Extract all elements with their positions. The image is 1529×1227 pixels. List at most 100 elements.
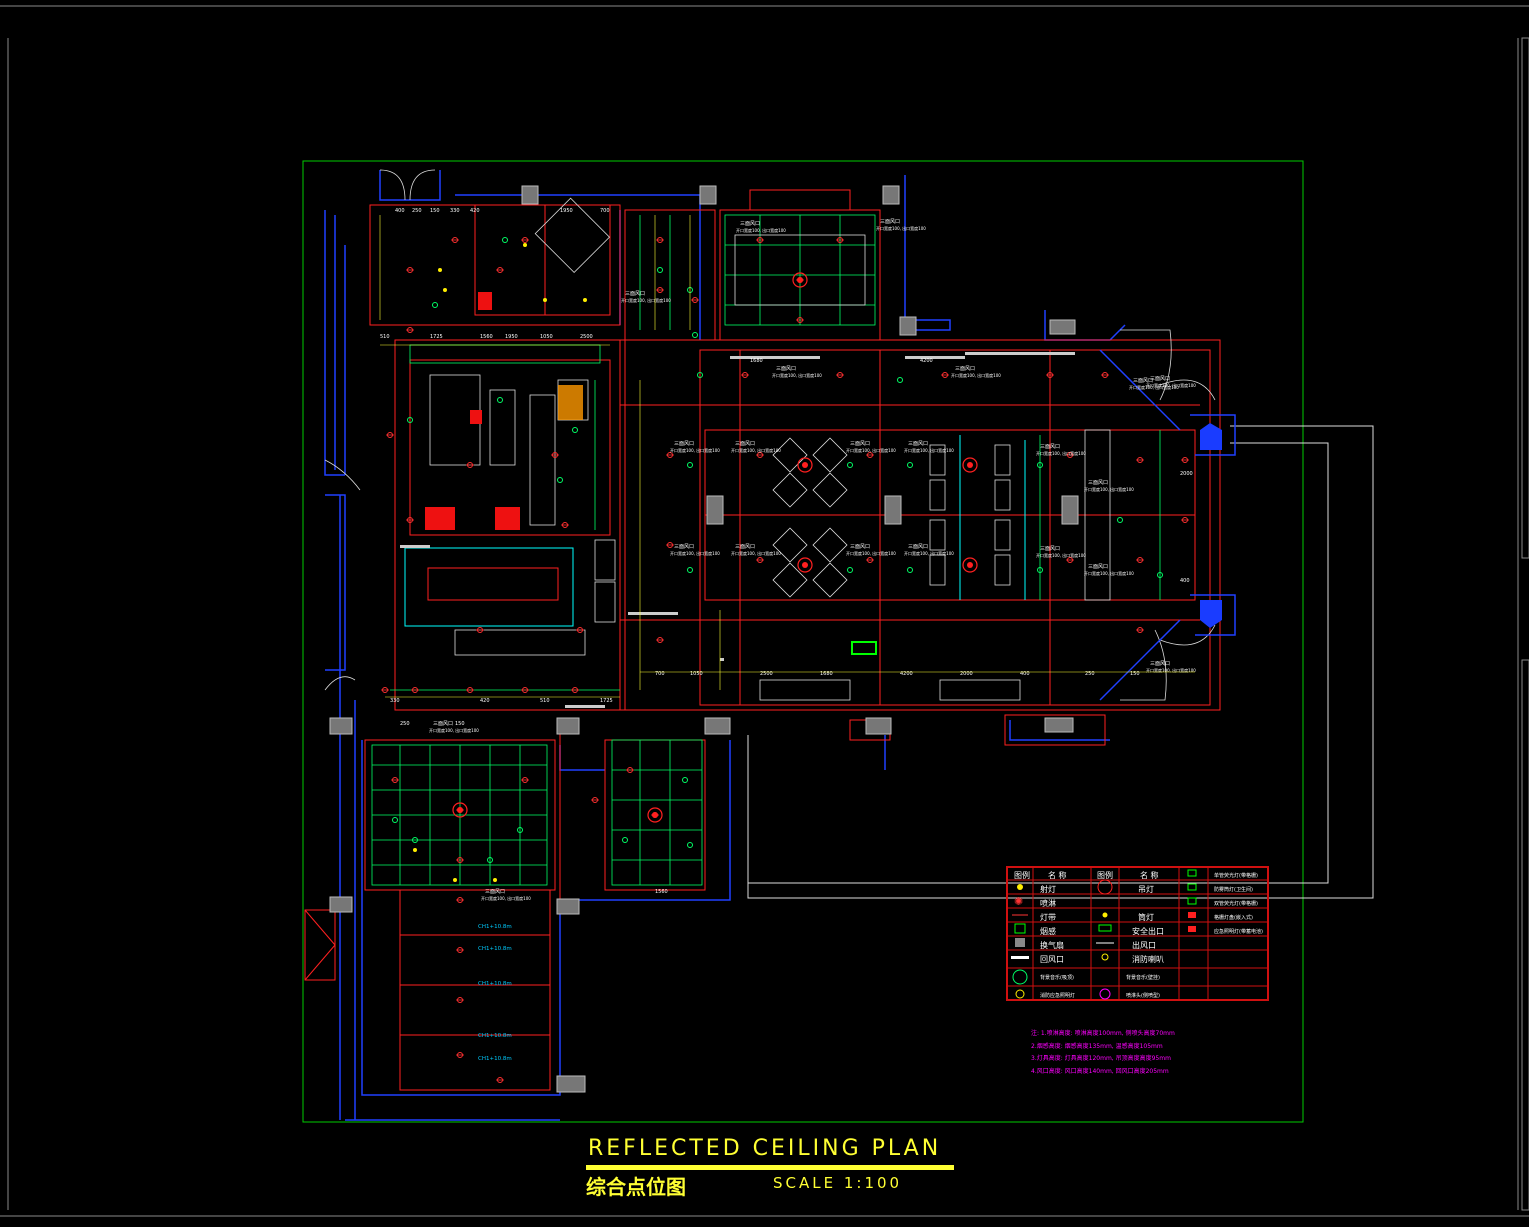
light-fixtures: [381, 237, 1189, 1083]
air-outlet-label: 三面风口: [1150, 661, 1170, 667]
detector-icon: [517, 827, 523, 833]
detector-icon: [657, 267, 663, 273]
dimension-label: 1725: [600, 698, 613, 704]
detector-icon: [907, 462, 913, 468]
air-outlet-note: 开口宽度100, 出口宽度100: [670, 550, 720, 556]
air-outlet-note: 开口宽度100, 出口宽度100: [846, 447, 896, 453]
legend-extra-2: 双管荧光灯(带格栅): [1214, 901, 1258, 907]
emergency-battery-icon: [1188, 926, 1196, 932]
entrance-frames: [1099, 349, 1236, 701]
vent-icon: [565, 705, 605, 708]
drawing-frame: [302, 160, 1304, 1123]
air-outlet-label: 三面风口: [1040, 546, 1060, 552]
design-notes: 注: 1.喷淋高度: 喷淋高度100mm, 侧喷头高度70mm 2.烟感高度: …: [1031, 1028, 1175, 1078]
air-outlet-label: 三面风口: [955, 366, 975, 372]
legend-symbols: ✺: [1011, 869, 1197, 1000]
legend-grid: ✺: [1006, 866, 1269, 1001]
dimension-label: 1560: [655, 889, 668, 895]
dimension-label: 400: [395, 208, 405, 214]
chandelier-core: [652, 812, 658, 818]
dimension-label: 2000: [960, 671, 973, 677]
detector-icon: [622, 837, 628, 843]
dimension-label: 510: [380, 334, 390, 340]
air-outlet-note: 开口宽度100, 出口宽度100: [429, 727, 479, 733]
dimension-label: 150: [1130, 671, 1140, 677]
dimension-label: 1050: [690, 671, 703, 677]
legend-extra-4: 应急照明灯(带蓄电池): [1214, 929, 1263, 935]
legend-item-downlight: 筒灯: [1138, 913, 1154, 922]
detector-icon: [847, 462, 853, 468]
chandelier-core: [802, 562, 808, 568]
dimension-label: 150: [430, 208, 440, 214]
air-outlet-label: 三面风口: [850, 441, 870, 447]
air-outlet-note: 开口宽度100, 出口宽度100: [1146, 667, 1196, 673]
chandelier-core: [967, 462, 973, 468]
air-outlet-note: 开口宽度100, 出口宽度100: [1084, 486, 1134, 492]
detector-icon: [907, 567, 913, 573]
exit-sign: [851, 641, 877, 655]
detector-icon: [497, 397, 503, 403]
spotlight-icon: [453, 878, 457, 882]
chandelier-core: [457, 807, 463, 813]
spotlight-icon: [523, 243, 527, 247]
ceiling-height-label: CH1+10.8m: [478, 981, 512, 987]
chandelier-icon: [797, 557, 813, 573]
spotlight-icon: [413, 848, 417, 852]
ceiling-height-label: CH1+10.8m: [478, 1056, 512, 1062]
dimension-label: 250: [1085, 671, 1095, 677]
legend-header-name: 名 称: [1048, 871, 1067, 880]
detector-icon: [1037, 462, 1043, 468]
dimension-label: 420: [480, 698, 490, 704]
detector-icon: [687, 567, 693, 573]
legend-item-emergency-light: 消防应急照明灯: [1040, 993, 1076, 999]
dimension-label: 4200: [900, 671, 913, 677]
air-outlet-label: 三面风口: [908, 544, 928, 550]
legend-item-side-sprinkler: 喷淋头(侧喷型): [1126, 993, 1160, 999]
air-outlet-note: 开口宽度100, 出口宽度100: [846, 550, 896, 556]
note-line-2: 2.烟感高度: 烟感高度135mm, 温感高度105mm: [1031, 1042, 1163, 1050]
air-outlet-label: 三面风口: [625, 291, 645, 297]
bar-top: [427, 567, 559, 601]
legend-item-fire-speaker: 消防喇叭: [1132, 955, 1164, 964]
detector-icon: [487, 857, 493, 863]
dimension-label: 700: [655, 671, 665, 677]
dimension-label: 2500: [580, 334, 593, 340]
downlight-icon: [1102, 912, 1108, 918]
air-outlet-note: 开口宽度100, 出口宽度100: [904, 447, 954, 453]
air-outlet-note: 开口宽度100, 出口宽度100: [731, 550, 781, 556]
exit-sign-icon: [1098, 924, 1112, 932]
air-outlet-label: 三面风口: [880, 219, 900, 225]
fluorescent-icon: [1187, 869, 1197, 877]
reference-outline-outer: [747, 425, 1374, 899]
dimension-label: 700: [600, 208, 610, 214]
air-outlet-note: 开口宽度100, 出口宽度100: [736, 227, 786, 233]
air-outlet-label: 三面风口: [735, 441, 755, 447]
vent-icon: [730, 356, 820, 359]
grille-panel-icon: [1188, 912, 1196, 918]
legend-item-return-vent: 回风口: [1040, 955, 1064, 964]
air-outlet-label: 三面风口: [1040, 444, 1060, 450]
dimension-label: 250: [412, 208, 422, 214]
detector-icon: [697, 372, 703, 378]
interior-walls: [304, 189, 1221, 1091]
detector-icon: [572, 427, 578, 433]
air-outlet-note: 开口宽度100, 出口宽度100: [1084, 570, 1134, 576]
entrance-blocks: [1200, 423, 1222, 628]
air-outlet-label: 三面风口: [674, 441, 694, 447]
bar-counter: [404, 435, 1026, 627]
note-line-4: 4.风口高度: 风口高度140mm, 回风口高度205mm: [1031, 1067, 1169, 1075]
air-outlet-note: 开口宽度100, 出口宽度100: [951, 372, 1001, 378]
dimension-label: 1560: [480, 334, 493, 340]
legend-extra-1: 防雾筒灯(卫生间): [1214, 887, 1253, 893]
dimension-label: 2000: [1180, 471, 1193, 477]
air-outlet-label: 三面风口: [740, 221, 760, 227]
air-outlet-note: 开口宽度100, 出口宽度100: [1036, 552, 1086, 558]
ceiling-height-label: CH1+10.8m: [478, 1033, 512, 1039]
legend-item-ceiling-speaker: 背景音乐(吸顶): [1040, 975, 1074, 981]
air-outlet-note: 开口宽度100, 出口宽度100: [731, 447, 781, 453]
legend-item-wall-speaker: 背景音乐(壁挂): [1126, 975, 1160, 981]
chandelier-icon: [792, 272, 808, 288]
moisture-light-icon: [1187, 883, 1197, 891]
